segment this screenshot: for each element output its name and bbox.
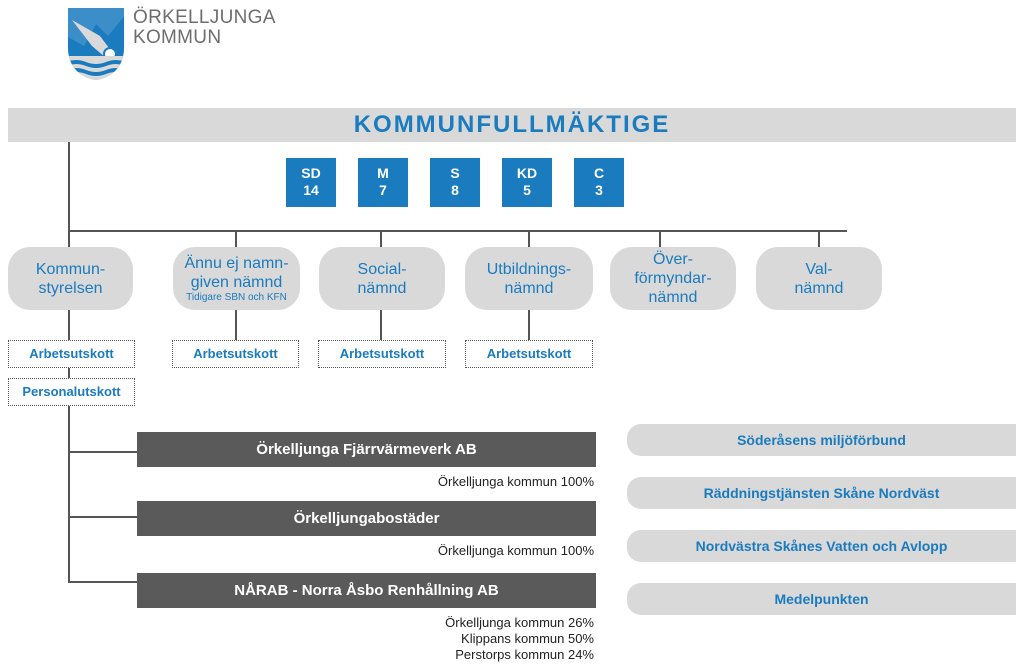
party-seats: 5 (523, 182, 531, 198)
party-name: M (377, 165, 389, 181)
committee-label: Ännu ej namn- (184, 254, 289, 272)
connector (528, 310, 530, 340)
ks-personalutskott: Personalutskott (8, 378, 135, 406)
committee-overformyndarnamnd: Över- förmyndar- nämnd (610, 247, 736, 310)
coat-of-arms-icon (68, 8, 124, 80)
party-name: S (450, 165, 460, 181)
owner-line: Klippans kommun 50% (461, 631, 594, 646)
connector (68, 406, 70, 582)
owner-line: Örkelljunga kommun 100% (437, 474, 594, 489)
unnamed-arbetsutskott: Arbetsutskott (172, 340, 299, 368)
connector (68, 142, 70, 247)
committee-label: Kommun- (35, 260, 106, 278)
connector (659, 230, 661, 247)
committee-label: nämnd (648, 289, 698, 306)
party-name: C (593, 165, 605, 181)
company-ownership: Örkelljunga kommun 100% (438, 543, 594, 559)
connector (818, 230, 820, 247)
connector (68, 310, 70, 340)
party-seats: 7 (379, 182, 387, 198)
committee-label: Utbildnings- (486, 260, 572, 278)
party-box-m: M 7 (358, 158, 408, 207)
owner-line: Örkelljunga kommun 26% (445, 615, 594, 630)
party-name: SD (301, 165, 321, 181)
committee-kommunstyrelsen: Kommun- styrelsen (8, 247, 133, 310)
party-seats: 8 (451, 182, 459, 198)
owner-line: Perstorps kommun 24% (455, 647, 594, 662)
party-name: KD (516, 165, 538, 181)
utbildning-arbetsutskott: Arbetsutskott (465, 340, 593, 368)
party-seats: 3 (595, 182, 603, 198)
committee-label: nämnd (504, 279, 554, 297)
committee-label: Val- (805, 260, 833, 278)
party-box-c: C 3 (574, 158, 624, 207)
committee-label: Social- (357, 260, 407, 278)
association-raddningstjansten: Räddningstjänsten Skåne Nordväst (627, 477, 1016, 509)
party-seats: 14 (303, 182, 319, 198)
connector (380, 310, 382, 340)
logo-wordmark: ÖRKELLJUNGA KOMMUN (133, 8, 276, 48)
connector (380, 230, 382, 247)
party-box-s: S 8 (430, 158, 480, 207)
party-box-sd: SD 14 (286, 158, 336, 207)
logo-line-1: ÖRKELLJUNGA (133, 7, 276, 28)
committee-label: Över- (653, 251, 693, 268)
committee-label: nämnd (794, 279, 844, 297)
association-soderasens-miljoforbund: Söderåsens miljöförbund (627, 424, 1016, 456)
connector (235, 310, 237, 340)
connector (235, 230, 237, 247)
company-ownership: Örkelljunga kommun 100% (438, 474, 594, 490)
committee-label: styrelsen (38, 279, 103, 297)
company-fjarrvarmeverk: Örkelljunga Fjärrvärmeverk AB (137, 432, 596, 467)
connector (68, 581, 138, 583)
committee-valnamnd: Val- nämnd (756, 247, 882, 310)
committee-label: given nämnd (190, 273, 283, 291)
committee-socialnamnd: Social- nämnd (319, 247, 445, 310)
committee-label: nämnd (357, 279, 407, 297)
owner-line: Örkelljunga kommun 100% (437, 543, 594, 558)
party-box-kd: KD 5 (502, 158, 552, 207)
logo-line-2: KOMMUN (133, 27, 222, 48)
association-medelpunkten: Medelpunkten (627, 583, 1016, 615)
committee-note: Tidigare SBN och KFN (186, 291, 287, 303)
company-ownership: Örkelljunga kommun 26% Klippans kommun 5… (445, 615, 594, 663)
connector (68, 516, 138, 518)
connector (68, 368, 70, 378)
association-nsva: Nordvästra Skånes Vatten och Avlopp (627, 530, 1016, 562)
company-narab: NÅRAB - Norra Åsbo Renhållning AB (137, 573, 596, 608)
committee-unnamed: Ännu ej namn- given nämnd Tidigare SBN o… (173, 247, 300, 310)
connector (68, 230, 847, 232)
council-bar: KOMMUNFULLMÄKTIGE (8, 108, 1016, 142)
council-title: KOMMUNFULLMÄKTIGE (353, 111, 671, 138)
municipality-logo (66, 6, 126, 82)
connector (528, 230, 530, 247)
company-bostader: Örkelljungabostäder (137, 501, 596, 536)
committee-label: förmyndar- (634, 270, 712, 287)
ks-arbetsutskott: Arbetsutskott (8, 340, 135, 368)
committee-utbildningsnamnd: Utbildnings- nämnd (465, 247, 593, 310)
connector (68, 451, 138, 453)
social-arbetsutskott: Arbetsutskott (318, 340, 446, 368)
